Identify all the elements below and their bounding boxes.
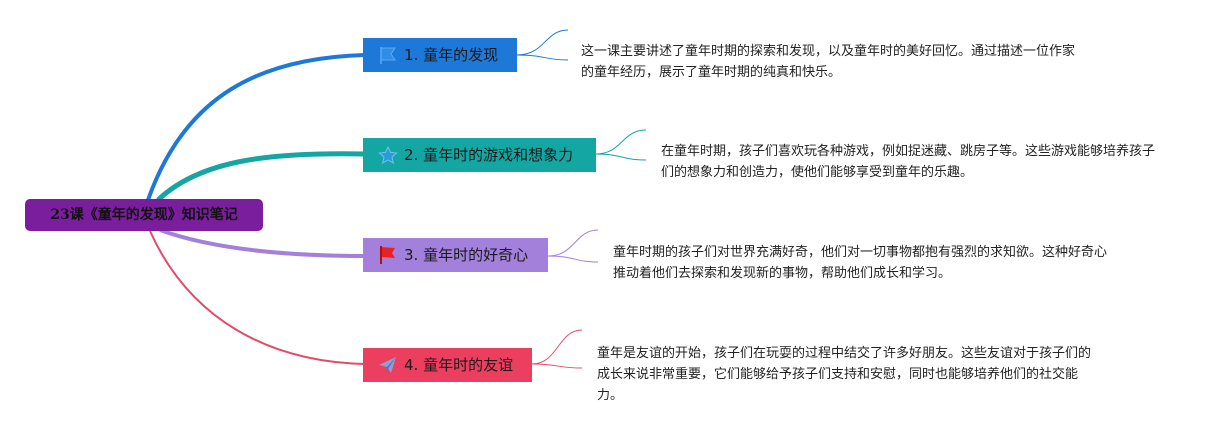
branch-topic-3[interactable]: 3. 童年时的好奇心 <box>363 238 548 272</box>
branch-topic-2[interactable]: 2. 童年时的游戏和想象力 <box>363 138 596 172</box>
connector-branch-3 <box>159 228 366 258</box>
note-4: 童年是友谊的开始，孩子们在玩耍的过程中结交了许多好朋友。这些友谊对于孩子们的成长… <box>597 346 1092 403</box>
branch-label-1: 1. 童年的发现 <box>404 46 499 64</box>
branch-topic-4[interactable]: 4. 童年时的友谊 <box>363 348 532 382</box>
star-icon <box>377 145 399 165</box>
note-bracket-2 <box>595 129 647 161</box>
note-3: 童年时期的孩子们对世界充满好奇，他们对一切事物都抱有强烈的求知欲。这种好奇心推动… <box>613 245 1108 281</box>
connector-branch-2 <box>156 151 366 202</box>
red-flag-icon <box>377 245 399 265</box>
branch-topic-1[interactable]: 1. 童年的发现 <box>363 38 517 72</box>
note-bracket-4 <box>531 329 583 369</box>
paper-plane-icon <box>377 355 399 375</box>
root-topic[interactable]: 23课《童年的发现》知识笔记 <box>25 199 263 231</box>
flag-icon <box>377 45 399 65</box>
branch-label-3: 3. 童年时的好奇心 <box>404 246 529 264</box>
connector-branch-1 <box>146 53 366 201</box>
note-2: 在童年时期，孩子们喜欢玩各种游戏，例如捉迷藏、跳房子等。这些游戏能够培养孩子们的… <box>661 144 1156 180</box>
branch-label-2: 2. 童年时的游戏和想象力 <box>404 146 574 164</box>
branch-label-4: 4. 童年时的友谊 <box>404 356 514 374</box>
note-1: 这一课主要讲述了童年时期的探索和发现，以及童年时的美好回忆。通过描述一位作家的童… <box>581 44 1076 80</box>
note-bracket-3 <box>547 229 599 263</box>
note-bracket-1 <box>516 29 569 61</box>
connector-branch-4 <box>149 230 366 365</box>
